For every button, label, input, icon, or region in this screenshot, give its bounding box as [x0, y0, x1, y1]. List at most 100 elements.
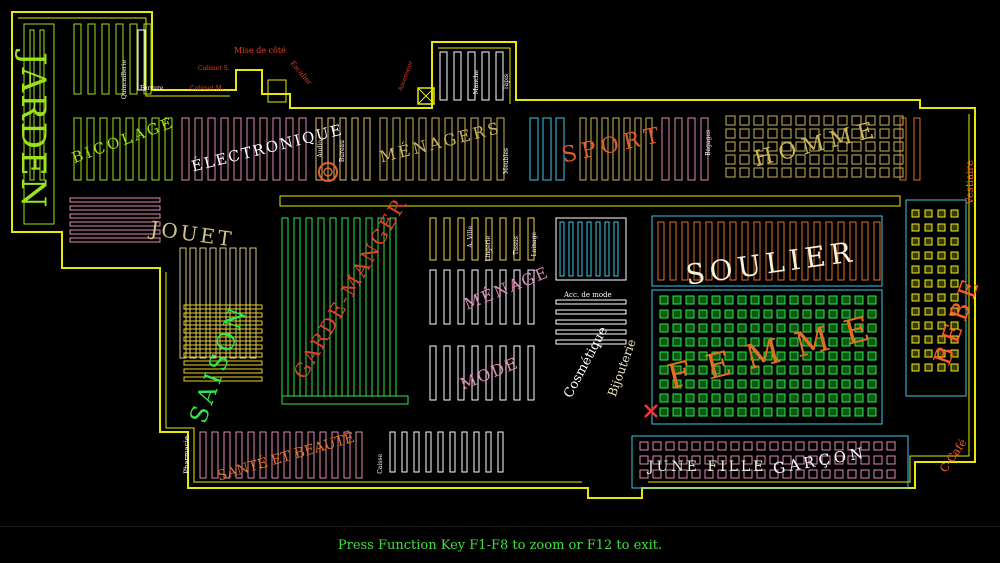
shelf-unit: [590, 117, 598, 181]
shelf-unit: [413, 431, 420, 473]
display-fixture: [711, 407, 721, 417]
display-fixture: [711, 309, 721, 319]
display-fixture: [841, 393, 851, 403]
display-fixture: [937, 237, 946, 246]
shelf-unit: [429, 217, 437, 261]
shelf-unit: [69, 221, 161, 227]
shelf-unit: [235, 431, 243, 479]
display-fixture: [767, 115, 778, 126]
display-fixture: [802, 393, 812, 403]
display-fixture: [808, 469, 818, 479]
display-fixture: [739, 154, 750, 165]
shelf-unit: [138, 117, 147, 181]
display-fixture: [652, 441, 662, 451]
shelf-unit: [331, 431, 339, 479]
display-fixture: [828, 379, 838, 389]
display-fixture: [851, 154, 862, 165]
shelf-unit: [73, 23, 82, 95]
display-fixture: [837, 154, 848, 165]
shelf-unit: [623, 117, 631, 181]
display-fixture: [847, 441, 857, 451]
display-fixture: [789, 337, 799, 347]
status-message: Press Function Key F1-F8 to zoom or F12 …: [337, 537, 663, 553]
display-fixture: [698, 407, 708, 417]
display-fixture: [851, 167, 862, 178]
shelf-unit: [129, 23, 138, 95]
display-fixture: [678, 441, 688, 451]
shelf-unit: [559, 221, 565, 277]
display-fixture: [678, 455, 688, 465]
display-fixture: [763, 379, 773, 389]
shelf-unit: [181, 117, 190, 181]
display-fixture: [847, 455, 857, 465]
display-fixture: [763, 309, 773, 319]
shelf-unit: [247, 431, 255, 479]
shelf-unit: [389, 217, 397, 397]
display-fixture: [776, 337, 786, 347]
shelf-unit: [495, 51, 504, 101]
display-fixture: [828, 309, 838, 319]
display-fixture: [851, 115, 862, 126]
shelf-unit: [183, 328, 263, 334]
display-fixture: [711, 351, 721, 361]
display-fixture: [802, 309, 812, 319]
display-fixture: [860, 441, 870, 451]
shelf-unit: [529, 117, 539, 181]
shelf-unit: [813, 221, 821, 281]
display-fixture: [678, 469, 688, 479]
display-fixture: [672, 295, 682, 305]
display-fixture: [776, 365, 786, 375]
display-fixture: [867, 323, 877, 333]
display-fixture: [737, 379, 747, 389]
display-fixture: [841, 379, 851, 389]
display-fixture: [911, 363, 920, 372]
display-fixture: [865, 167, 876, 178]
display-fixture: [815, 295, 825, 305]
display-fixture: [781, 141, 792, 152]
display-fixture: [672, 379, 682, 389]
display-fixture: [789, 309, 799, 319]
display-fixture: [847, 469, 857, 479]
shelf-unit: [579, 117, 587, 181]
display-fixture: [737, 351, 747, 361]
display-fixture: [724, 379, 734, 389]
display-fixture: [639, 441, 649, 451]
label-audio: Audio: [317, 140, 324, 158]
shelf-unit: [183, 376, 263, 382]
display-fixture: [725, 167, 736, 178]
display-fixture: [659, 309, 669, 319]
display-fixture: [837, 115, 848, 126]
shelf-unit: [29, 29, 35, 181]
display-fixture: [665, 455, 675, 465]
display-fixture: [763, 393, 773, 403]
display-fixture: [704, 469, 714, 479]
display-fixture: [769, 455, 779, 465]
display-fixture: [724, 365, 734, 375]
display-fixture: [893, 128, 904, 139]
display-fixture: [911, 223, 920, 232]
display-fixture: [789, 295, 799, 305]
display-fixture: [815, 351, 825, 361]
display-fixture: [685, 393, 695, 403]
label-pharmacie: Pharmacie: [183, 436, 191, 474]
shelf-unit: [189, 247, 197, 359]
display-fixture: [802, 295, 812, 305]
display-fixture: [821, 455, 831, 465]
display-fixture: [854, 323, 864, 333]
display-fixture: [776, 323, 786, 333]
display-fixture: [823, 141, 834, 152]
display-fixture: [691, 469, 701, 479]
jardin-zone: [23, 23, 55, 225]
display-fixture: [937, 209, 946, 218]
display-fixture: [739, 115, 750, 126]
shelf-unit: [363, 117, 371, 181]
shelf-unit: [467, 51, 476, 101]
display-fixture: [763, 323, 773, 333]
shelf-unit: [485, 345, 493, 401]
shelf-unit: [392, 117, 401, 181]
display-fixture: [789, 351, 799, 361]
display-fixture: [854, 337, 864, 347]
shelf-unit: [700, 117, 709, 181]
shelf-unit: [183, 344, 263, 350]
shelf-unit: [645, 117, 653, 181]
